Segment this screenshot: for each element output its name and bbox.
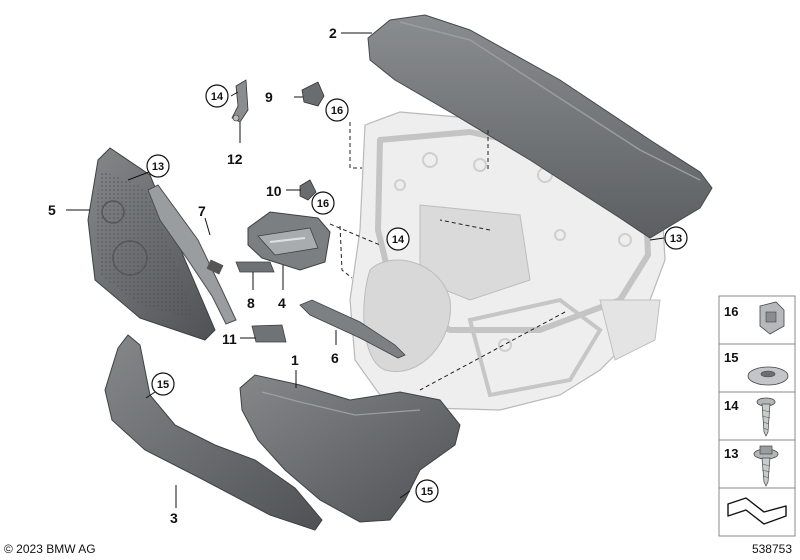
part-4-door-handle [247, 211, 331, 271]
svg-text:16: 16 [317, 198, 329, 210]
callout-7: 7 [198, 203, 206, 219]
callout-5: 5 [48, 202, 56, 218]
circled-callout-15-a: 15 [151, 372, 175, 396]
circled-callout-13-b: 13 [664, 226, 688, 250]
callout-8: 8 [247, 295, 255, 311]
part-6-lower-trim-strip [299, 299, 406, 359]
part-5-speaker-cover [87, 147, 216, 341]
svg-text:14: 14 [211, 91, 224, 103]
svg-text:15: 15 [421, 486, 433, 498]
svg-text:14: 14 [392, 234, 405, 246]
svg-text:13: 13 [152, 161, 164, 173]
part-11-insert [251, 324, 287, 343]
legend-item-generic [718, 487, 796, 537]
part-8-switch-cover [235, 261, 275, 273]
bracket-shape-icon [727, 497, 787, 525]
callout-9: 9 [265, 89, 273, 105]
callout-6: 6 [331, 350, 339, 366]
diagram-id: 538753 [751, 542, 792, 556]
leader-lines [66, 32, 665, 508]
callout-2: 2 [329, 25, 337, 41]
svg-text:16: 16 [331, 105, 343, 117]
collar-screw-icon [753, 445, 779, 487]
svg-text:13: 13 [724, 446, 738, 461]
circled-callout-14-a: 14 [205, 84, 229, 108]
callout-10: 10 [266, 183, 282, 199]
callout-3: 3 [170, 510, 178, 526]
svg-text:15: 15 [157, 379, 169, 391]
legend-item-14: 14 [718, 391, 796, 441]
circled-callout-14-b: 14 [386, 227, 410, 251]
part-9-bracket [301, 81, 325, 107]
part-7-trim-strip [147, 184, 237, 325]
svg-text:13: 13 [670, 233, 682, 245]
svg-text:15: 15 [724, 350, 738, 365]
part-10-bracket [299, 179, 317, 201]
callout-4: 4 [278, 295, 286, 311]
callout-12: 12 [227, 151, 243, 167]
svg-text:16: 16 [724, 304, 738, 319]
part-2-upper-trim-rail [367, 14, 713, 239]
svg-text:14: 14 [724, 398, 739, 413]
part-12-bracket [231, 79, 249, 123]
legend-item-15: 15 [718, 343, 796, 393]
expanding-nut-icon [759, 301, 785, 335]
circled-callout-16-b: 16 [311, 191, 335, 215]
screw-icon [756, 397, 776, 437]
spring-nut-icon [747, 366, 789, 386]
copyright-text: © 2023 BMW AG [4, 542, 96, 556]
part-3-lower-front-trim [104, 334, 323, 531]
legend-item-16: 16 [718, 295, 796, 345]
callout-11: 11 [222, 331, 237, 347]
circled-callout-13-a: 13 [146, 154, 170, 178]
callout-1: 1 [291, 352, 299, 368]
legend-item-13: 13 [718, 439, 796, 489]
fastener-legend: 16 15 14 13 [718, 295, 796, 537]
circled-callout-16-a: 16 [325, 98, 349, 122]
circled-callout-15-b: 15 [415, 479, 439, 503]
assembly-guide-lines [329, 122, 566, 391]
